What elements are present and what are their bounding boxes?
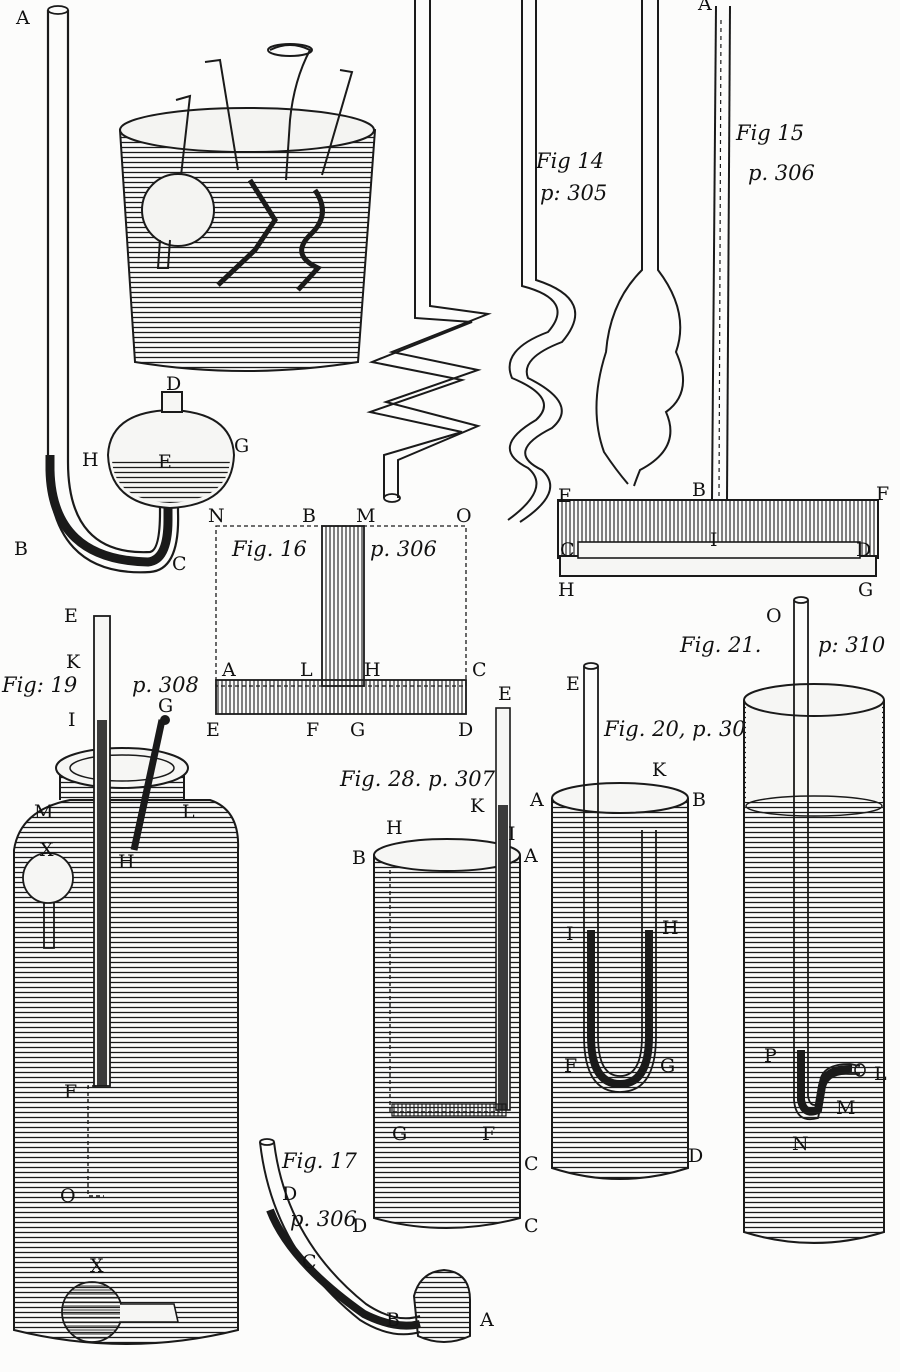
f21-label-O: O — [766, 605, 782, 627]
f16-label-E: E — [206, 719, 220, 741]
f19-label-K: K — [66, 651, 81, 673]
fig15-page: p. 306 — [748, 161, 815, 185]
fig20-caption: Fig. 20, p. 309 — [603, 717, 759, 741]
f19-label-X-upper: X — [40, 839, 54, 861]
fig14-page: p: 305 — [540, 181, 607, 205]
f13-label-D: D — [166, 373, 181, 395]
f20-label-G: G — [660, 1055, 675, 1077]
f18-label-F: F — [482, 1123, 495, 1145]
f16-label-O: O — [456, 505, 472, 527]
f19-label-I: I — [68, 709, 76, 731]
f20-label-B: B — [692, 789, 706, 811]
f17-label-D: D — [282, 1183, 297, 1205]
fig18-caption: Fig. 28. p. 307 — [339, 767, 496, 791]
fig21-caption: Fig. 21. — [679, 633, 761, 657]
f13-label-E: E — [158, 451, 172, 473]
fig18-cylinder: Fig. 28. p. 307 E K I H B A G F C D C — [339, 683, 539, 1237]
f19-label-O: O — [60, 1185, 76, 1207]
f16-label-M: M — [356, 505, 375, 527]
f19-label-H: H — [118, 851, 135, 873]
f21-label-P: P — [764, 1045, 777, 1067]
f15-label-I: I — [710, 529, 718, 551]
f18-label-I: I — [508, 823, 516, 845]
f16-label-N: N — [208, 505, 225, 527]
f20-label-A: A — [529, 789, 544, 811]
f18-label-C-lower: C — [524, 1215, 539, 1237]
fig15-caption: Fig 15 — [735, 121, 804, 145]
f19-label-L: L — [182, 801, 195, 823]
f18-label-K: K — [470, 795, 485, 817]
f17-label-B: B — [386, 1309, 400, 1331]
f15-label-B: B — [692, 479, 706, 501]
f13-label-C: C — [172, 553, 187, 575]
f17-label-C: C — [302, 1251, 317, 1273]
fig16-caption: Fig. 16 — [231, 537, 307, 561]
f16-label-G: G — [350, 719, 365, 741]
f15-label-E: E — [558, 485, 572, 507]
fig17-page: p. 306 — [290, 1207, 357, 1231]
f16-label-F: F — [306, 719, 319, 741]
f15-label-F: F — [876, 483, 889, 505]
f16-label-D: D — [458, 719, 473, 741]
vessel-with-tubes — [118, 43, 377, 372]
fig16-frame: Fig. 16 p. 306 N B M O A L H C E F G D — [206, 505, 487, 741]
f15-label-C: C — [560, 539, 575, 561]
f13-label-A: A — [15, 7, 30, 29]
f17-label-A: A — [479, 1309, 494, 1331]
f20-label-E: E — [566, 673, 580, 695]
f15-label-A: A — [697, 0, 712, 15]
fig14-tubes: Fig 14 p: 305 — [366, 0, 684, 523]
f18-label-H: H — [386, 817, 403, 839]
fig19-jar: E K I G M L H X F O X Fig: 19 p. 308 — [1, 605, 240, 1345]
f16-label-L: L — [300, 659, 313, 681]
fig17-caption: Fig. 17 — [281, 1149, 357, 1173]
f18-label-A: A — [523, 845, 538, 867]
fig19-caption: Fig: 19 — [1, 673, 77, 697]
f15-label-H: H — [558, 579, 575, 601]
f20-label-D: D — [688, 1145, 703, 1167]
f18-label-G: G — [392, 1123, 407, 1145]
f16-label-H: H — [364, 659, 381, 681]
f19-label-M: M — [34, 801, 53, 823]
fig21-page: p: 310 — [818, 633, 885, 657]
f15-label-G: G — [858, 579, 873, 601]
f19-label-G: G — [158, 695, 173, 717]
f18-label-E: E — [498, 683, 512, 705]
f20-label-I: I — [566, 923, 574, 945]
f19-label-E: E — [64, 605, 78, 627]
f16-label-C: C — [472, 659, 487, 681]
fig13-thermometer: A B C D E G H — [14, 5, 249, 575]
f21-label-M: M — [836, 1097, 855, 1119]
f19-label-X-lower: X — [90, 1255, 104, 1277]
f16-label-B: B — [302, 505, 316, 527]
f20-label-K: K — [652, 759, 667, 781]
f13-label-H: H — [82, 449, 99, 471]
f18-label-D: D — [352, 1215, 367, 1237]
f13-label-G: G — [234, 435, 249, 457]
f21-label-N: N — [792, 1133, 809, 1155]
fig21-cylinder: O Fig. 21. p: 310 P L M N — [679, 596, 887, 1244]
f18-label-C-upper: C — [524, 1153, 539, 1175]
f21-label-L: L — [874, 1063, 887, 1085]
f13-label-B: B — [14, 538, 28, 560]
fig20-cylinder: E Fig. 20, p. 309 K A B I H F G D — [529, 662, 759, 1180]
f20-label-H: H — [662, 917, 679, 939]
f16-label-A: A — [221, 659, 236, 681]
fig15-t-tube: A Fig 15 p. 306 B E F C D I H G — [557, 0, 889, 601]
f15-label-D: D — [856, 539, 871, 561]
f18-label-B: B — [352, 847, 366, 869]
fig16-page: p. 306 — [370, 537, 437, 561]
fig19-page: p. 308 — [132, 673, 199, 697]
f19-label-F: F — [64, 1081, 77, 1103]
fig14-caption: Fig 14 — [535, 149, 604, 173]
fig17-curved-tube: Fig. 17 D p. 306 C B A — [259, 1138, 494, 1343]
f20-label-F: F — [564, 1055, 577, 1077]
